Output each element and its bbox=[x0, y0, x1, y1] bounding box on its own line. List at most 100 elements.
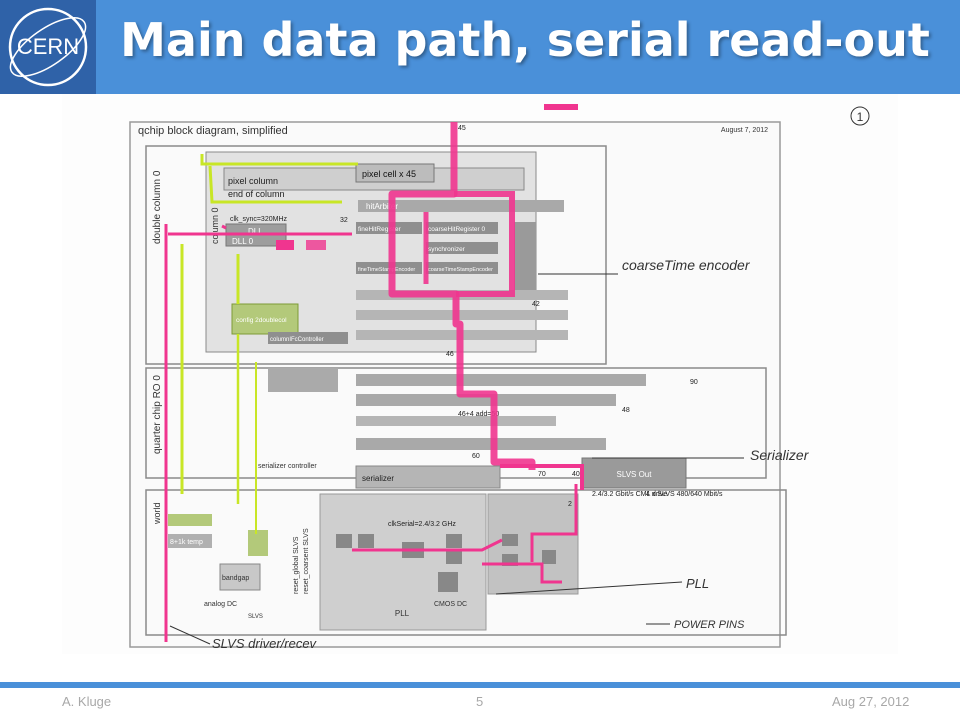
page-number: 5 bbox=[476, 694, 484, 709]
pll-label: PLL bbox=[395, 609, 410, 618]
quarter-bus-2 bbox=[356, 394, 616, 406]
config-label: config 2doublecol bbox=[236, 317, 287, 324]
config-block bbox=[231, 303, 299, 335]
power-annotation: POWER PINS bbox=[674, 619, 745, 631]
num-42: 42 bbox=[532, 301, 540, 308]
num-50: 46+4 add=50 bbox=[458, 411, 499, 418]
synchronizer-label: synchronizer bbox=[428, 246, 466, 253]
pink-data-path-loop bbox=[454, 191, 515, 297]
double-column-label: double column 0 bbox=[152, 170, 163, 244]
reset-coarse-label: reset_coarsent SLVS bbox=[303, 528, 310, 594]
serializer-block bbox=[355, 465, 501, 489]
temp-block bbox=[168, 534, 212, 548]
output-register-block bbox=[514, 222, 536, 290]
world-region bbox=[145, 489, 787, 636]
num-40: 40 bbox=[572, 471, 580, 478]
pixel-column-label: pixel column bbox=[228, 176, 278, 186]
end-of-column-label: end of column bbox=[228, 189, 285, 199]
column-controller-block bbox=[268, 332, 348, 344]
diagram-date: August 7, 2012 bbox=[721, 127, 768, 134]
dll-pink-mark-2 bbox=[306, 240, 326, 250]
dll-pink-mark bbox=[276, 240, 294, 250]
quarter-bus-4 bbox=[356, 438, 606, 450]
pink-pll-wire-3 bbox=[482, 562, 562, 584]
pink-pll-wire-1 bbox=[530, 484, 578, 562]
logo-text: CERN bbox=[17, 34, 79, 59]
cern-logo: CERN bbox=[0, 0, 96, 94]
num-90: 90 bbox=[690, 379, 698, 386]
coarse-encoder-block bbox=[426, 262, 498, 274]
synchronizer-block bbox=[426, 242, 498, 254]
pll-arrow bbox=[495, 581, 683, 595]
page-mark: 1 bbox=[857, 110, 864, 124]
coarse-hit-label: coarseHitRegister 0 bbox=[428, 226, 485, 233]
ro-controller-block bbox=[268, 368, 338, 392]
pink-pll-wire-2 bbox=[352, 538, 503, 552]
slvs-annotation: SLVS driver/recev bbox=[212, 636, 318, 651]
quarter-bus-3 bbox=[356, 416, 556, 426]
diagram-title: qchip block diagram, simplified bbox=[138, 125, 288, 137]
num-45: 45 bbox=[458, 125, 466, 132]
clk-serial-label: clkSerial=2.4/3.2 GHz bbox=[388, 521, 456, 528]
pink-clk-stub bbox=[221, 224, 227, 230]
double-column-region bbox=[145, 145, 607, 365]
pixel-cell-block bbox=[355, 163, 435, 183]
coarse-hit-block bbox=[426, 222, 498, 234]
pll-div-3 bbox=[446, 534, 462, 548]
cern-logo-icon: CERN bbox=[8, 7, 88, 87]
slvs-pin-label: SLVS bbox=[248, 614, 263, 620]
column-controller-label: columnIFcController bbox=[270, 337, 324, 343]
pink-data-path bbox=[388, 122, 536, 470]
pll-div-4 bbox=[446, 550, 462, 564]
num-46: 46 bbox=[446, 351, 454, 358]
diagram-area: qchip block diagram, simplified August 7… bbox=[62, 94, 898, 654]
quarter-chip-label: quarter chip RO 0 bbox=[152, 375, 163, 454]
green-wire-1 bbox=[200, 154, 358, 166]
bandgap-block bbox=[219, 563, 261, 591]
slide-header: CERN Main data path, serial read-out bbox=[0, 0, 960, 94]
quarter-bus-1 bbox=[356, 374, 646, 386]
clk-320-label: clk_sync=320MHz bbox=[230, 216, 287, 223]
pink-top-mark bbox=[544, 104, 578, 110]
slide-title: Main data path, serial read-out bbox=[120, 13, 930, 67]
fine-hit-label: fineHitRegister bbox=[358, 226, 401, 233]
world-green-block bbox=[248, 530, 268, 556]
footer-bar bbox=[0, 682, 960, 688]
rate-2-label: 4 x SLVS 480/640 Mbit/s bbox=[646, 491, 723, 498]
serializer-controller-label: serializer controller bbox=[258, 463, 317, 470]
footer-author: A. Kluge bbox=[62, 694, 112, 709]
footer-date: Aug 27, 2012 bbox=[832, 694, 910, 709]
block-diagram: qchip block diagram, simplified August 7… bbox=[129, 104, 870, 651]
slvs-out-label: SLVS Out bbox=[617, 470, 653, 479]
pll-cmos-block bbox=[438, 572, 458, 592]
pll-div-2 bbox=[358, 534, 374, 548]
pll-annotation: PLL bbox=[686, 576, 709, 591]
green-wire-2 bbox=[208, 165, 342, 204]
reset-global-label: reset_global SLVS bbox=[293, 536, 300, 594]
clk-div-3 bbox=[542, 550, 556, 564]
num-32: 32 bbox=[340, 217, 348, 224]
column-label: column 0 bbox=[210, 207, 220, 244]
readout-bus-2 bbox=[356, 310, 568, 320]
clk-div-1 bbox=[502, 534, 518, 546]
analog-dc-label: analog DC bbox=[204, 601, 237, 608]
page-mark-circle bbox=[850, 106, 870, 126]
slvs-arrow bbox=[169, 625, 211, 645]
bandgap-label: bandgap bbox=[222, 575, 249, 582]
num-48: 48 bbox=[622, 407, 630, 414]
pll-div-1 bbox=[336, 534, 352, 548]
cmos-dc-label: CMOS DC bbox=[434, 601, 467, 608]
coarse-encoder-label: coarseTimeStampEncoder bbox=[428, 267, 493, 273]
hit-arbiter-label: hitArbiter bbox=[366, 202, 398, 211]
serializer-annotation: Serializer bbox=[750, 447, 810, 463]
temp-label: 8+1k temp bbox=[170, 539, 203, 546]
num-2: 2 bbox=[568, 501, 572, 508]
num-70: 70 bbox=[538, 471, 546, 478]
num-60: 60 bbox=[472, 453, 480, 460]
pink-serializer-out bbox=[500, 464, 584, 490]
world-label: world bbox=[152, 502, 162, 525]
encoder-annotation: coarseTime encoder bbox=[622, 257, 751, 273]
fine-encoder-label: fineTimeStampEncoder bbox=[358, 267, 415, 273]
pixel-cell-label: pixel cell x 45 bbox=[362, 169, 416, 179]
world-config-block bbox=[168, 514, 212, 526]
